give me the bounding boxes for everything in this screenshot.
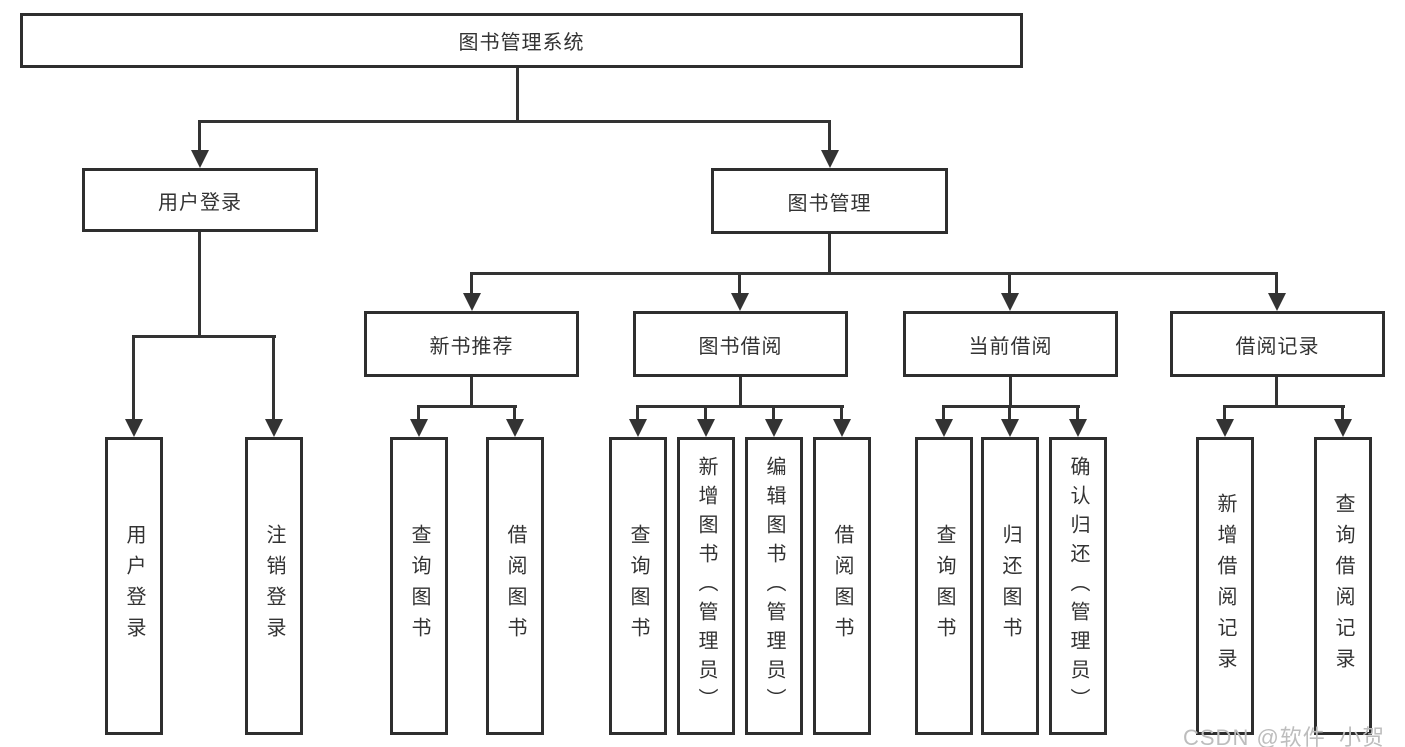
leaf-query-books-1: 查询图书	[390, 437, 448, 735]
connector-new-book-rail	[417, 405, 517, 408]
leaf-query-books-1-label: 查询图书	[408, 524, 430, 648]
leaf-return-book: 归还图书	[981, 437, 1039, 735]
arrow-to-leaf-query-books-2	[636, 405, 639, 419]
leaf-query-books-3: 查询图书	[915, 437, 973, 735]
node-user-login-label: 用户登录	[158, 191, 242, 214]
connector-book-management-rail	[470, 272, 1278, 275]
leaf-edit-book-admin: 编辑图书（管理员）	[745, 437, 803, 735]
leaf-add-book-admin-label: 新增图书（管理员）	[695, 455, 717, 717]
arrow-to-leaf-user-login	[132, 335, 135, 419]
leaf-query-borrow-record-label: 查询借阅记录	[1332, 493, 1354, 679]
node-library-system-label: 图书管理系统	[458, 32, 585, 54]
leaf-borrow-books-2-label: 借阅图书	[831, 524, 853, 648]
leaf-borrow-books-1-label: 借阅图书	[504, 524, 526, 648]
leaf-edit-book-admin-label: 编辑图书（管理员）	[763, 455, 785, 717]
leaf-confirm-return-admin-label: 确认归还（管理员）	[1067, 455, 1089, 717]
connector-root-rail	[198, 120, 831, 123]
arrow-to-leaf-query-books-1	[417, 405, 420, 419]
node-new-book-recommend-label: 新书推荐	[429, 335, 514, 358]
arrow-to-book-management	[828, 120, 831, 150]
leaf-user-login-label: 用户登录	[123, 524, 145, 648]
leaf-borrow-books-2: 借阅图书	[813, 437, 871, 735]
connector-borrow-records-stem	[1275, 377, 1278, 405]
arrow-to-book-borrow	[738, 272, 741, 293]
connector-user-login-rail	[132, 335, 276, 338]
arrow-to-leaf-logout	[272, 335, 275, 419]
connector-book-borrow-rail	[636, 405, 844, 408]
leaf-add-book-admin: 新增图书（管理员）	[677, 437, 735, 735]
node-current-borrow: 当前借阅	[903, 311, 1118, 377]
arrow-to-borrow-records	[1275, 272, 1278, 293]
leaf-borrow-books-1: 借阅图书	[486, 437, 544, 735]
connector-current-borrow-stem	[1009, 377, 1012, 405]
node-new-book-recommend: 新书推荐	[364, 311, 579, 377]
leaf-query-books-2: 查询图书	[609, 437, 667, 735]
node-book-borrow: 图书借阅	[633, 311, 848, 377]
connector-root-stem	[516, 68, 519, 120]
leaf-confirm-return-admin: 确认归还（管理员）	[1049, 437, 1107, 735]
leaf-user-login: 用户登录	[105, 437, 163, 735]
leaf-query-books-2-label: 查询图书	[627, 524, 649, 648]
arrow-to-leaf-query-borrow-record	[1341, 405, 1344, 419]
node-library-system: 图书管理系统	[20, 13, 1023, 68]
connector-current-borrow-rail	[942, 405, 1080, 408]
arrow-to-current-borrow	[1008, 272, 1011, 293]
arrow-to-leaf-borrow-books-1	[513, 405, 516, 419]
csdn-watermark: CSDN @软件_小贺同学	[1183, 725, 1386, 747]
connector-book-borrow-stem	[739, 377, 742, 405]
node-current-borrow-label: 当前借阅	[968, 335, 1053, 358]
node-book-management: 图书管理	[711, 168, 948, 234]
arrow-to-leaf-edit-book	[772, 405, 775, 419]
connector-user-login-stem	[198, 232, 201, 335]
node-borrow-records-label: 借阅记录	[1235, 335, 1320, 358]
leaf-add-borrow-record-label: 新增借阅记录	[1214, 493, 1236, 679]
node-user-login: 用户登录	[82, 168, 318, 232]
connector-borrow-records-rail	[1223, 405, 1345, 408]
arrow-to-new-book-recommend	[470, 272, 473, 293]
arrow-to-user-login	[198, 120, 201, 150]
arrow-to-leaf-confirm-return	[1076, 405, 1079, 419]
node-borrow-records: 借阅记录	[1170, 311, 1385, 377]
node-book-management-label: 图书管理	[787, 192, 872, 215]
leaf-return-book-label: 归还图书	[999, 524, 1021, 648]
leaf-query-books-3-label: 查询图书	[933, 524, 955, 648]
arrow-to-leaf-query-books-3	[942, 405, 945, 419]
leaf-logout: 注销登录	[245, 437, 303, 735]
node-book-borrow-label: 图书借阅	[698, 335, 783, 358]
leaf-logout-label: 注销登录	[263, 524, 285, 648]
arrow-to-leaf-return-book	[1008, 405, 1011, 419]
connector-new-book-stem	[470, 377, 473, 405]
leaf-query-borrow-record: 查询借阅记录	[1314, 437, 1372, 735]
arrow-to-leaf-borrow-books-2	[840, 405, 843, 419]
connector-book-management-stem	[828, 234, 831, 272]
arrow-to-leaf-add-borrow-record	[1223, 405, 1226, 419]
leaf-add-borrow-record: 新增借阅记录	[1196, 437, 1254, 735]
arrow-to-leaf-add-book	[704, 405, 707, 419]
